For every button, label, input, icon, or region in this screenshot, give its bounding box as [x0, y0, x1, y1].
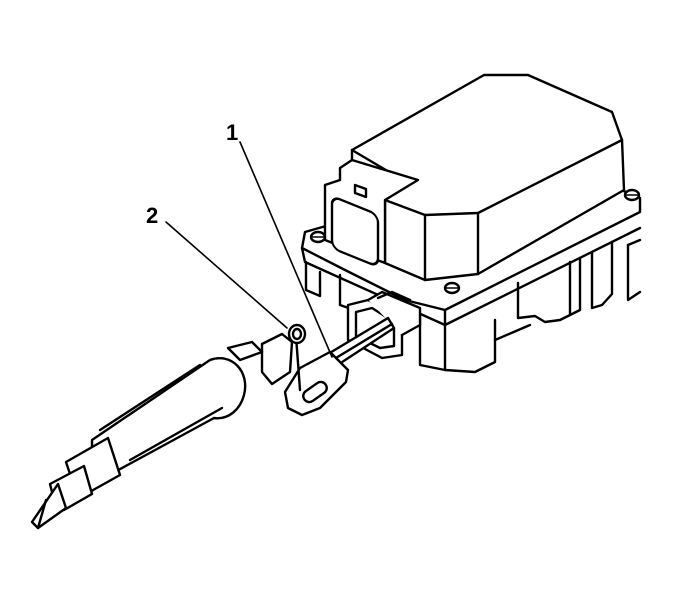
leader-lines: [165, 141, 333, 358]
retainer-pin: [226, 323, 307, 386]
lever-link: [283, 334, 350, 417]
callout-label-2: 2: [146, 203, 159, 228]
callout-label-1: 1: [226, 120, 239, 145]
housing-cover: [323, 73, 626, 282]
tool-body: [30, 357, 247, 530]
leader-line-2: [165, 221, 288, 329]
leader-line-1: [239, 141, 333, 358]
